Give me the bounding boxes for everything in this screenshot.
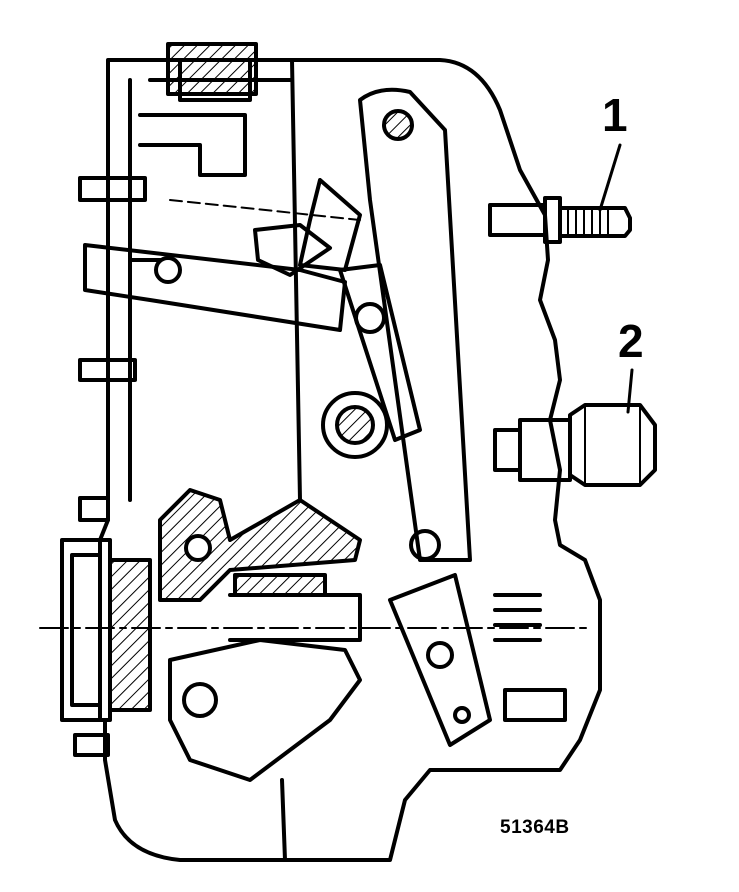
- leader-line-2: [626, 368, 634, 414]
- top-cap: [166, 42, 258, 96]
- arm-top-pivot: [382, 109, 414, 141]
- adjusting-screw-icon: [488, 196, 632, 244]
- left-flange-fill: [108, 558, 152, 712]
- vertical-divider: [280, 58, 302, 862]
- right-bottom-boss: [503, 688, 567, 722]
- cam-block: [158, 488, 362, 602]
- housing-outline: [98, 58, 602, 862]
- link-end-pivot: [453, 706, 471, 724]
- lower-right-link: [388, 573, 492, 747]
- left-peg-top: [78, 176, 147, 202]
- dashed-axis-upper: [169, 199, 361, 221]
- diagonal-lever: [83, 243, 347, 332]
- callout-1: 1: [602, 89, 628, 141]
- lever-pivot: [154, 256, 182, 284]
- shaft: [228, 593, 362, 642]
- bracket-clip: [253, 223, 332, 277]
- left-peg-bottom: [73, 733, 110, 757]
- hex-nut-icon: [493, 403, 657, 487]
- arm-low-pivot: [409, 529, 441, 561]
- left-peg-mid: [78, 358, 137, 382]
- cam-pivot: [184, 534, 212, 562]
- leader-line-1: [598, 143, 622, 212]
- central-boss-inner: [335, 405, 375, 445]
- long-arm: [358, 87, 472, 562]
- inner-wall-left: [128, 78, 162, 502]
- callout-2: 2: [618, 315, 644, 367]
- right-spring-stack: [493, 593, 542, 642]
- bottom-weight: [168, 638, 362, 782]
- figure-code: 51364B: [500, 817, 570, 838]
- upper-boss: [138, 113, 247, 177]
- bent-link: [298, 178, 362, 272]
- left-peg-low: [78, 496, 110, 522]
- left-flange: [60, 538, 112, 722]
- shaft-hatch: [233, 573, 327, 597]
- weight-pivot: [182, 682, 218, 718]
- link-lower-pivot: [426, 641, 454, 669]
- central-boss: [321, 391, 389, 459]
- secondary-arm: [338, 263, 422, 442]
